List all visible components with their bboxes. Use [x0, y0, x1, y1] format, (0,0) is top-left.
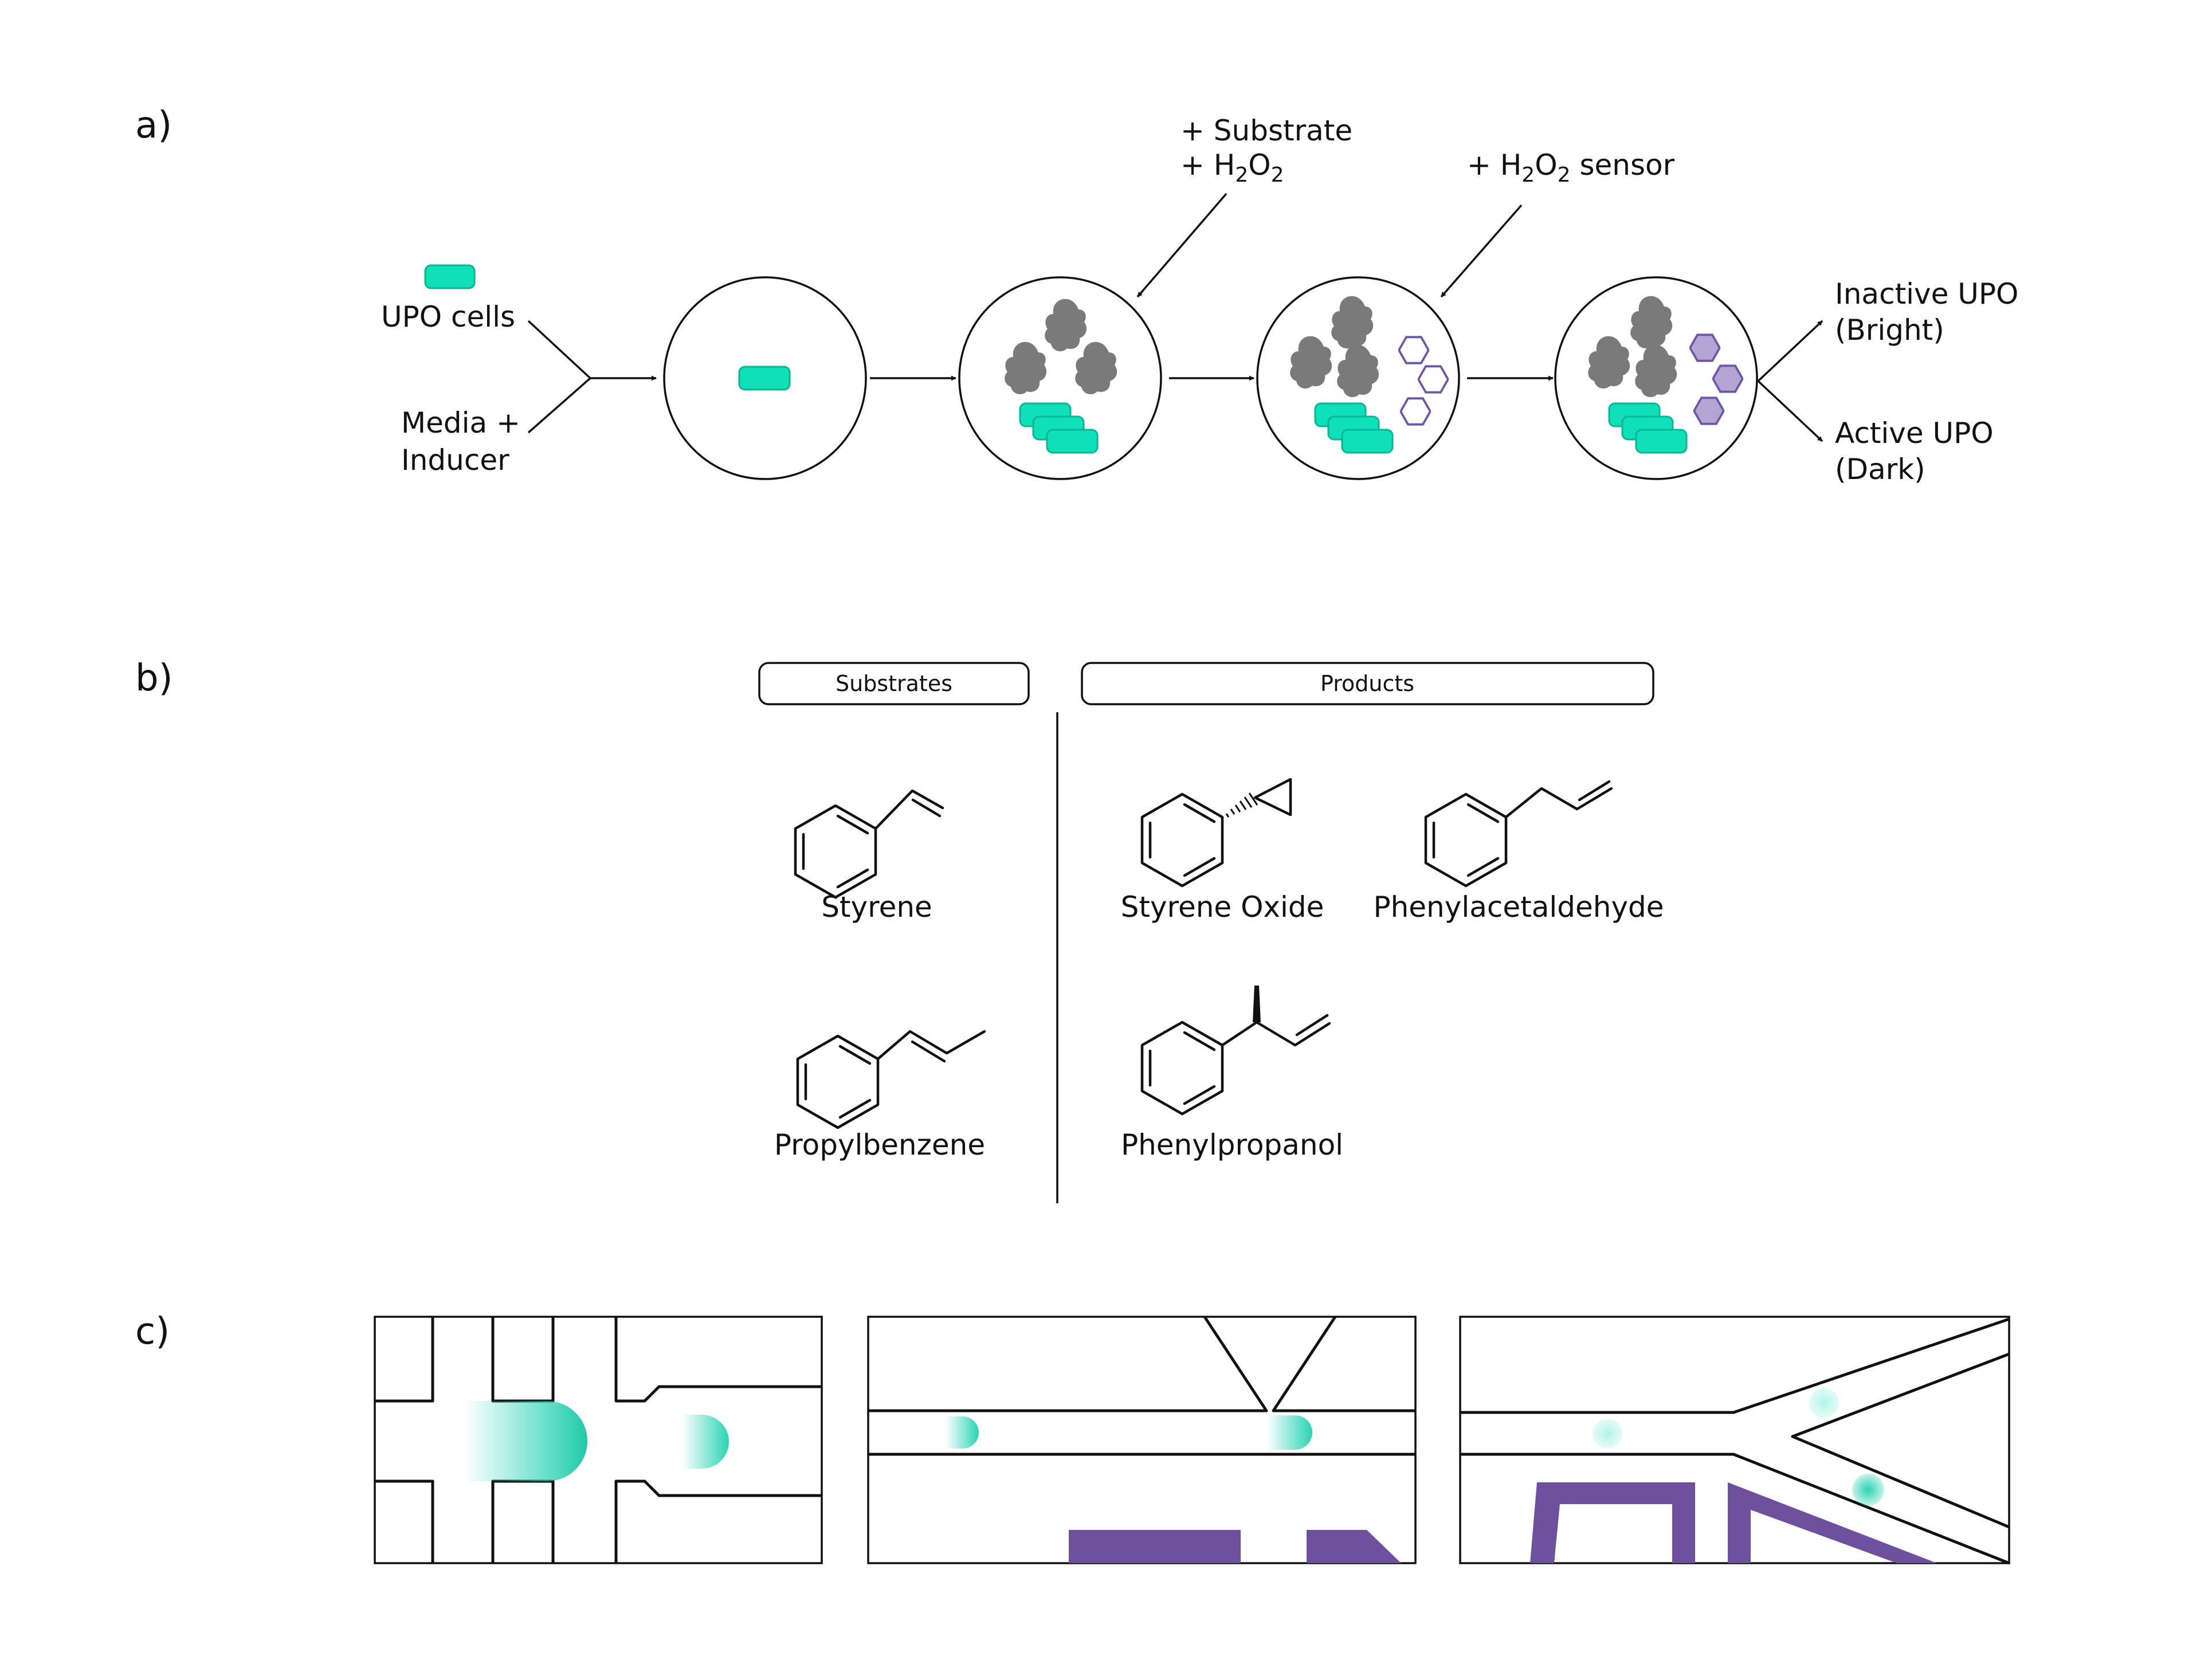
incoming-droplet — [1593, 1419, 1622, 1449]
wedge-bond — [1253, 986, 1261, 1022]
upo-cell-icon — [424, 264, 476, 289]
single-cell-icon — [738, 366, 791, 391]
enzyme-icon — [1075, 342, 1117, 395]
styrene-oxide-label: Styrene Oxide — [1121, 890, 1324, 924]
enzyme-icon — [1337, 344, 1379, 398]
sorted-droplet-bottom — [1852, 1474, 1884, 1506]
sensor-label: + H2O2 sensor — [1467, 148, 1675, 187]
sensor-hexagon-icon — [1689, 333, 1720, 362]
propylbenzene-label: Propylbenzene — [774, 1128, 985, 1161]
sensor-h2o2-sub-2: 2 — [1558, 163, 1571, 187]
sensor-word: sensor — [1571, 148, 1675, 182]
merge-line-bottom — [527, 377, 591, 434]
media-label-line2: Inducer — [401, 444, 509, 477]
sorter-chip — [1459, 1316, 2010, 1565]
merge-line-top — [527, 320, 591, 379]
electrode — [1307, 1530, 1401, 1563]
electrode — [1728, 1482, 1937, 1563]
droplet-1 — [663, 276, 867, 480]
droplet-released — [682, 1415, 729, 1469]
droplet-injected — [1266, 1415, 1312, 1450]
arrow-active — [1757, 380, 1823, 442]
arrow-substrate-in — [1136, 193, 1227, 298]
propylbenzene-structure — [796, 1030, 986, 1129]
sensor-h2o2-sub-1: 2 — [1521, 163, 1535, 187]
electrode — [1069, 1530, 1241, 1563]
h2o2-sub-1: 2 — [1235, 163, 1248, 187]
active-upo-label-line2: (Dark) — [1835, 453, 1925, 486]
enzyme-icon — [1331, 296, 1374, 349]
electrode — [1530, 1482, 1695, 1563]
enzyme-icon — [1045, 299, 1087, 352]
panel-b: Substrates Products Styrene Propylbenzen… — [758, 662, 1664, 1203]
panel-label-c: c) — [135, 1310, 170, 1353]
styrene-label: Styrene — [821, 890, 932, 924]
hashed-wedge-bond — [1225, 792, 1258, 818]
droplet-3 — [1256, 276, 1460, 480]
droplet-2 — [958, 276, 1162, 480]
inactive-upo-label-line1: Inactive UPO — [1835, 277, 2018, 311]
substrate-label: + Substrate — [1180, 114, 1352, 147]
sensor-h2o2-prefix: + H — [1467, 148, 1521, 182]
enzyme-icon — [1290, 336, 1332, 389]
enzyme-icon — [1635, 344, 1677, 398]
phenylacetaldehyde-structure — [1424, 780, 1613, 888]
upo-cells-label: UPO cells — [381, 300, 515, 333]
products-header: Products — [1320, 671, 1414, 696]
enzyme-icon — [1005, 342, 1047, 395]
panel-label-b: b) — [135, 657, 173, 700]
h2o2-o: O — [1248, 148, 1270, 182]
substrates-header-box — [758, 662, 1030, 705]
substrates-header: Substrates — [836, 671, 952, 696]
panel-c — [374, 1316, 2010, 1565]
droplet-generator-chip — [374, 1316, 823, 1564]
panel-label-a: a) — [135, 104, 172, 147]
arrow-inactive — [1757, 320, 1823, 382]
media-label-line1: Media + — [401, 406, 520, 439]
enzyme-icon — [1630, 296, 1673, 349]
h2o2-prefix: + H — [1180, 148, 1235, 182]
phenylpropanol-label: Phenylpropanol — [1121, 1128, 1343, 1161]
cell-icon — [1635, 429, 1688, 454]
droplet-forming — [464, 1401, 587, 1481]
arrow-sensor-in — [1440, 204, 1523, 298]
cell-icon — [1341, 429, 1394, 454]
enzyme-icon — [1588, 336, 1630, 389]
sensor-hexagon-icon — [1418, 365, 1449, 394]
h2o2-label: + H2O2 — [1180, 148, 1284, 187]
panel-a: UPO cells Media + Inducer + Substrate + … — [381, 114, 2018, 486]
droplet-4 — [1554, 276, 1758, 480]
sensor-hexagon-icon — [1400, 397, 1431, 426]
phenylacetaldehyde-label: Phenylacetaldehyde — [1373, 890, 1664, 924]
phenylpropanol-structure — [1140, 986, 1331, 1116]
inactive-upo-label-line2: (Bright) — [1835, 313, 1944, 347]
sensor-hexagon-icon — [1398, 336, 1429, 364]
products-header-box — [1081, 662, 1654, 705]
sensor-h2o2-o: O — [1535, 148, 1557, 182]
sensor-hexagon-icon — [1712, 364, 1743, 393]
styrene-structure — [794, 789, 944, 899]
sensor-hexagon-icon — [1693, 397, 1724, 425]
sorted-droplet-top — [1809, 1388, 1839, 1418]
picoinjector-chip — [867, 1316, 1417, 1564]
h2o2-sub-2: 2 — [1271, 163, 1284, 187]
cell-icon — [1046, 429, 1099, 454]
droplet-before-injection — [946, 1416, 979, 1449]
active-upo-label-line1: Active UPO — [1835, 417, 1994, 450]
styrene-oxide-structure — [1140, 778, 1292, 888]
